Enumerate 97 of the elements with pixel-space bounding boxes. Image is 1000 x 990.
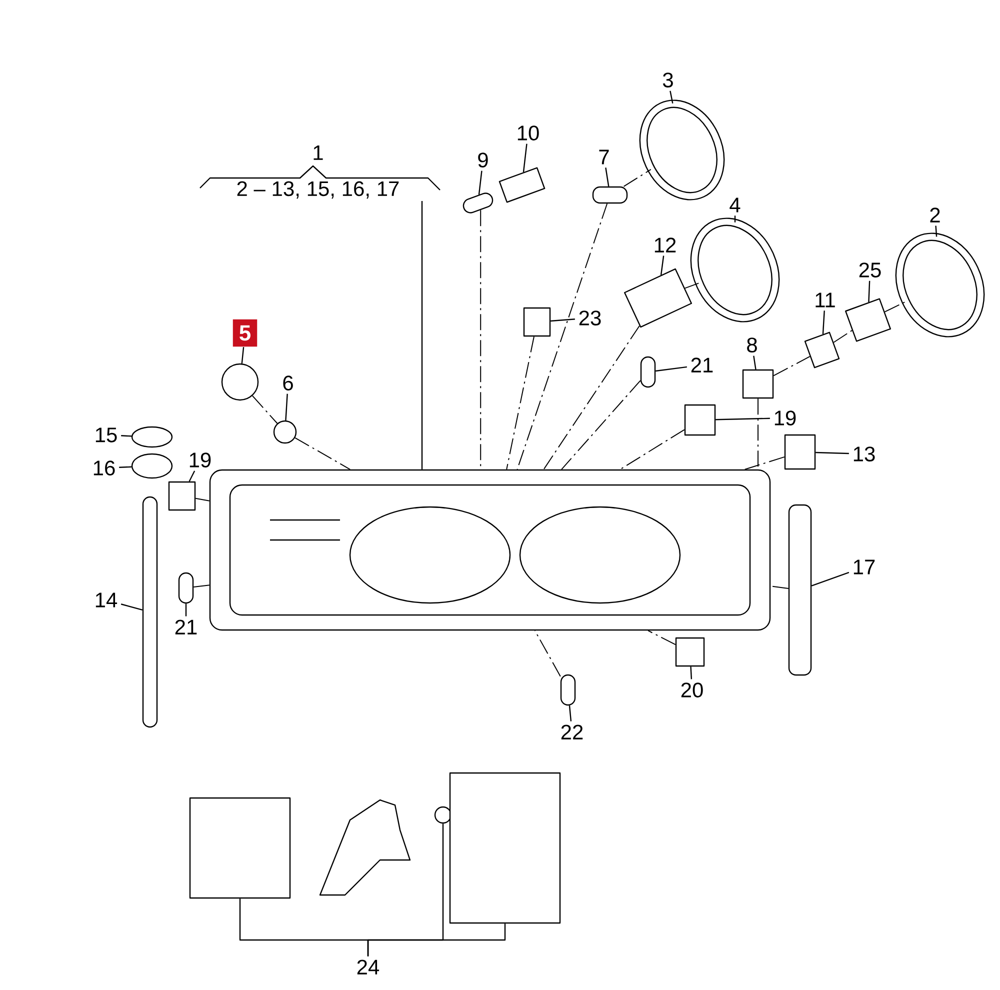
bulb-socket (498, 167, 546, 203)
assembly-line (516, 203, 608, 470)
callout-number: 23 (579, 310, 601, 326)
leader-line (568, 706, 572, 722)
assembly-line (884, 301, 906, 312)
screw (640, 356, 656, 388)
mounting-bracket (449, 772, 561, 924)
callout-number: 22 (561, 724, 583, 740)
callout-number: 4 (730, 198, 740, 212)
seal-ring (131, 426, 173, 448)
highlighted-callout-number: 5 (232, 319, 258, 347)
leader-line (121, 435, 132, 437)
callout-number: 2 (930, 208, 940, 222)
callout-number: 21 (175, 620, 197, 634)
assembly-line (833, 330, 853, 343)
leader-line (816, 452, 849, 454)
leader-line (185, 604, 187, 616)
assembly-line (195, 498, 210, 502)
clip (168, 481, 196, 511)
assembly-line (773, 356, 810, 376)
assembly-line (684, 282, 700, 289)
assembly-line (620, 429, 685, 470)
leader-line (550, 318, 575, 322)
callout-number: 6 (283, 376, 293, 390)
control-module (624, 268, 692, 328)
seal-ring (895, 232, 985, 338)
grommet (131, 453, 173, 479)
leader-line (188, 470, 196, 482)
callout-number: 24 (357, 960, 380, 974)
callout-number: 11 (816, 292, 835, 308)
connector-plug (845, 298, 891, 342)
leader-line (935, 226, 938, 237)
leader-line (119, 466, 132, 468)
screw (560, 674, 576, 706)
assembly-line (193, 584, 210, 588)
assembly-line (770, 586, 789, 589)
callout-number: 17 (854, 560, 875, 574)
clip (675, 637, 705, 667)
assembly-line (294, 437, 351, 470)
leader-line (734, 216, 736, 222)
leader-line (660, 256, 664, 276)
leader-line (605, 168, 610, 186)
assembly-line (543, 325, 640, 470)
bulb (742, 369, 774, 399)
callout-number: 19 (190, 452, 211, 468)
hose (142, 496, 158, 728)
callout-number: 16 (94, 460, 115, 476)
assembly-line (744, 456, 785, 470)
callout-number: 15 (96, 428, 117, 442)
callout-number: 21 (691, 358, 713, 372)
bulb (462, 192, 494, 214)
assembly-line (506, 336, 534, 470)
assembly-line (534, 630, 561, 677)
leader-line (421, 200, 423, 470)
callout-number: 20 (681, 682, 703, 698)
screw (178, 572, 194, 604)
callout-group: 1 2 – 13, 15, 16, 17 (237, 145, 399, 199)
callout-number: 12 (654, 238, 676, 252)
leader-line (522, 144, 528, 172)
seal-ring (639, 100, 725, 200)
leader-line (478, 170, 482, 195)
headlamp-drawing (209, 469, 771, 631)
leader-line (120, 604, 143, 611)
callout-number: 3 (662, 72, 673, 88)
washer (273, 420, 297, 444)
leader-line (753, 356, 756, 370)
leader-line (241, 347, 244, 364)
callout-number: 9 (478, 152, 488, 168)
callout-number: 14 (96, 592, 118, 608)
bulb (592, 186, 628, 204)
callout-number: 10 (518, 126, 539, 140)
leader-line (670, 90, 674, 104)
screw (434, 806, 452, 824)
clip (684, 404, 716, 436)
leader-line (690, 666, 692, 680)
assembly-line (561, 380, 641, 470)
callout-number: 7 (599, 150, 609, 164)
cap (523, 307, 551, 337)
bulb (221, 363, 259, 401)
callout-number: 8 (747, 338, 757, 352)
mounting-bracket (189, 797, 291, 899)
trim-strip (788, 504, 812, 676)
leader-line (868, 280, 870, 302)
cap (784, 434, 816, 470)
leader-line (716, 418, 770, 420)
bulb-socket (804, 332, 840, 368)
leader-line (656, 366, 687, 372)
leader-line (285, 394, 288, 420)
leader-line (822, 310, 825, 334)
assembly-line (252, 395, 278, 424)
callout-number: 25 (859, 262, 881, 278)
leader-line (811, 572, 850, 586)
callout-number: 13 (854, 446, 875, 462)
leader-line (367, 924, 506, 956)
assembly-line (648, 630, 676, 646)
callout-number: 19 (774, 410, 796, 426)
assembly-line (623, 168, 652, 187)
